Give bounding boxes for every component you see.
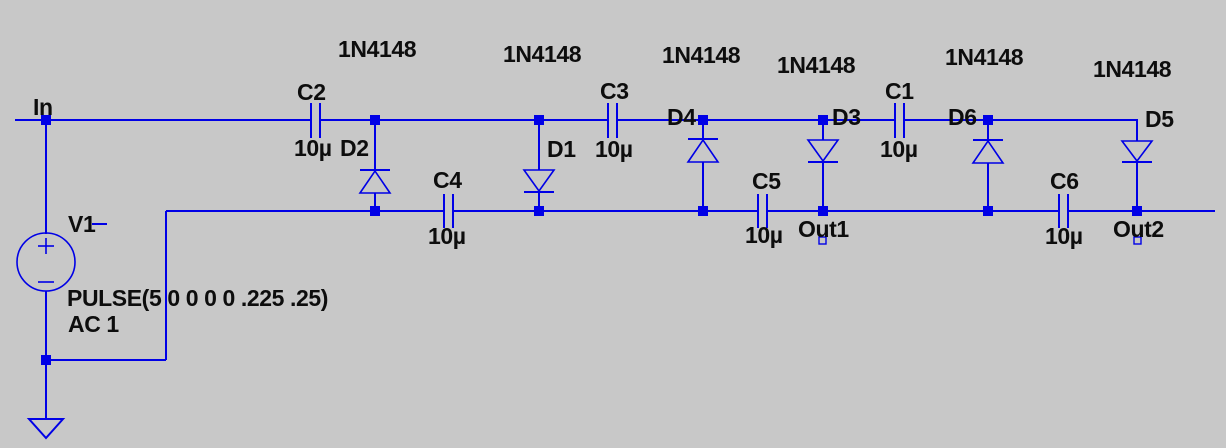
junction-dot <box>1132 206 1142 216</box>
anode-triangle <box>806 139 840 163</box>
diode-ref-label: D5 <box>1145 106 1174 132</box>
diode-ref-label: D1 <box>547 136 576 162</box>
capacitor-c6-symbol[interactable] <box>1058 194 1069 228</box>
net-label-anchors <box>818 236 1142 245</box>
ground-symbol[interactable] <box>26 418 66 440</box>
diode-d3-symbol[interactable] <box>806 139 840 163</box>
diode-d1-symbol[interactable] <box>522 169 556 193</box>
cap-value-label: 10µ <box>745 222 783 248</box>
cap-value-label: 10µ <box>428 223 466 249</box>
capacitor-c4-symbol[interactable] <box>443 194 454 228</box>
diode-model-label: 1N4148 <box>945 44 1024 70</box>
junction-dots <box>41 115 1142 365</box>
net-anchor-out1 <box>818 236 827 245</box>
cap-value-label: 10µ <box>294 135 332 161</box>
anode-triangle <box>1120 140 1154 163</box>
cap-ref-label: C2 <box>297 79 326 105</box>
anode-triangle <box>686 138 720 163</box>
cap-ref-label: C5 <box>752 168 781 194</box>
net-label-in[interactable]: In <box>33 94 53 120</box>
junction-dot <box>818 115 828 125</box>
diode-ref-label: D2 <box>340 135 369 161</box>
anode-triangle <box>522 169 556 193</box>
net-label-out1[interactable]: Out1 <box>798 216 849 242</box>
cap-value-label: 10µ <box>1045 223 1083 249</box>
junction-dot <box>41 355 51 365</box>
wires <box>15 119 1215 419</box>
cap-value-label: 10µ <box>595 136 633 162</box>
cap-ref-label: C1 <box>885 78 914 104</box>
diode-model-label: 1N4148 <box>338 36 417 62</box>
junction-dot <box>534 206 544 216</box>
capacitor-c1-symbol[interactable] <box>894 103 905 138</box>
voltage-source-symbol[interactable] <box>16 232 76 292</box>
net-label-out2[interactable]: Out2 <box>1113 216 1164 242</box>
cap-ref-label: C4 <box>433 167 462 193</box>
source-circle <box>16 232 76 292</box>
junction-dot <box>534 115 544 125</box>
source-ac-label: AC 1 <box>68 311 119 337</box>
diode-model-label: 1N4148 <box>662 42 741 68</box>
diode-ref-label: D4 <box>667 104 696 130</box>
capacitor-c3-symbol[interactable] <box>607 103 618 138</box>
junction-dot <box>698 206 708 216</box>
junction-dot <box>983 115 993 125</box>
source-ref-label: V1 <box>68 211 96 237</box>
diode-d2-symbol[interactable] <box>358 169 392 194</box>
diode-model-label: 1N4148 <box>1093 56 1172 82</box>
source-pulse-label: PULSE(5 0 0 0 0 .225 .25) <box>67 285 329 311</box>
junction-dot <box>983 206 993 216</box>
junction-dot <box>370 115 380 125</box>
junction-dot <box>818 206 828 216</box>
diode-ref-label: D6 <box>948 104 977 130</box>
cap-ref-label: C3 <box>600 78 629 104</box>
diode-d4-symbol[interactable] <box>686 138 720 163</box>
ground-triangle <box>26 418 66 440</box>
diode-model-label: 1N4148 <box>777 52 856 78</box>
junction-dot <box>698 115 708 125</box>
junction-dot <box>370 206 380 216</box>
diode-d6-symbol[interactable] <box>971 139 1005 164</box>
capacitor-c2-symbol[interactable] <box>310 103 321 138</box>
diode-d5-symbol[interactable] <box>1120 140 1154 163</box>
net-anchor-out2 <box>1133 236 1142 245</box>
capacitor-c5-symbol[interactable] <box>757 194 768 228</box>
junction-dot <box>41 115 51 125</box>
cap-value-label: 10µ <box>880 136 918 162</box>
anode-triangle <box>971 139 1005 164</box>
cap-ref-label: C6 <box>1050 168 1079 194</box>
anode-triangle <box>358 169 392 194</box>
diode-ref-label: D3 <box>832 104 861 130</box>
diode-model-label: 1N4148 <box>503 41 582 67</box>
